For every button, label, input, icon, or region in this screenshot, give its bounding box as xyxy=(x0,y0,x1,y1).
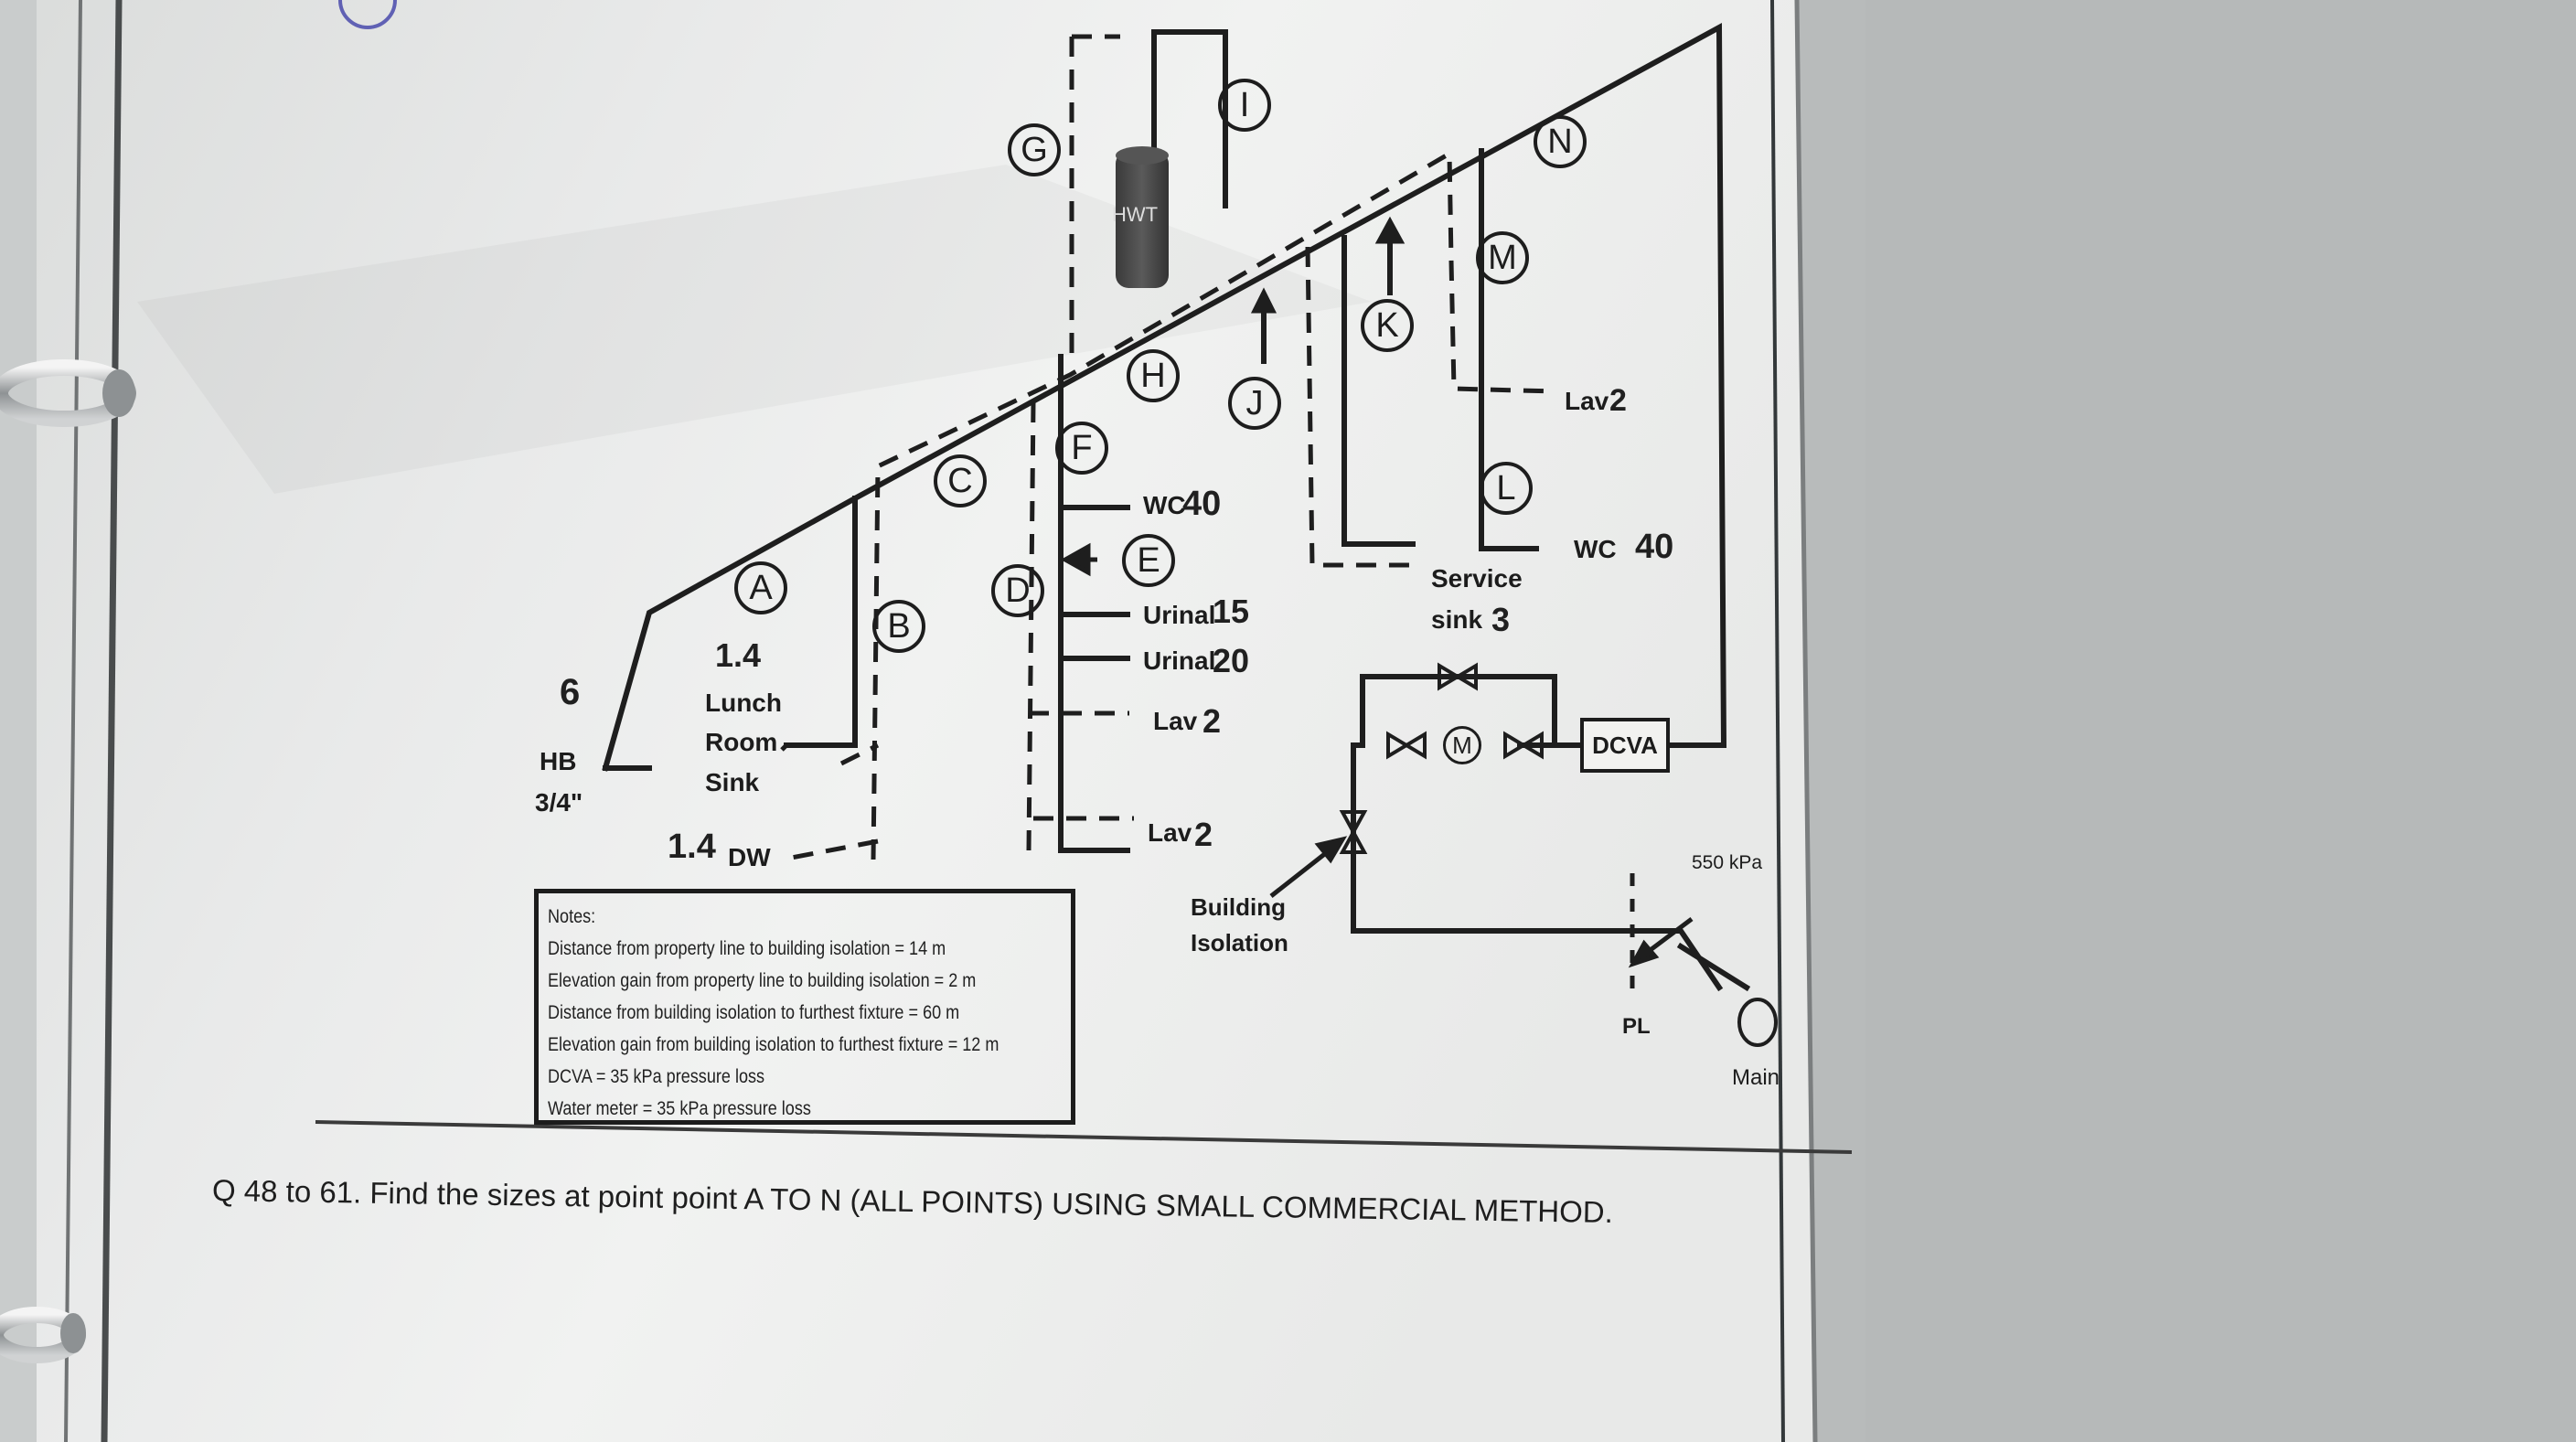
lunch-length: 1.4 xyxy=(715,636,762,674)
point-g: G xyxy=(1008,123,1061,176)
point-f: F xyxy=(1055,422,1108,475)
point-b: B xyxy=(872,600,925,653)
dcva-box: DCVA xyxy=(1580,718,1670,773)
pressure-label: 550 kPa xyxy=(1692,852,1763,873)
point-i: I xyxy=(1218,79,1271,132)
point-c: C xyxy=(934,454,987,507)
point-d: D xyxy=(991,564,1044,617)
wc-label: WC xyxy=(1143,491,1186,519)
urinal-1-label: Urinal xyxy=(1143,601,1216,629)
note-line: Distance from building isolation to furt… xyxy=(548,1002,960,1023)
point-m: M xyxy=(1476,231,1529,284)
dw-length: 1.4 xyxy=(668,828,716,866)
note-line: Elevation gain from property line to bui… xyxy=(548,970,977,991)
point-j: J xyxy=(1228,377,1281,430)
lunch-label: Lunch xyxy=(705,689,782,717)
point-a: A xyxy=(734,561,787,614)
point-k: K xyxy=(1361,299,1414,352)
service-value: 3 xyxy=(1491,601,1511,638)
building-isolation-label-1: Building xyxy=(1191,893,1286,921)
urinal-2-label: Urinal xyxy=(1143,646,1216,675)
service-label: Service xyxy=(1431,564,1523,593)
lav-2-label: Lav xyxy=(1148,818,1192,847)
hb-length: 6 xyxy=(560,672,581,712)
lav-1-label: Lav xyxy=(1153,707,1198,735)
urinal-2-value: 20 xyxy=(1213,642,1250,679)
note-line: DCVA = 35 kPa pressure loss xyxy=(548,1066,765,1087)
pl-label: PL xyxy=(1622,1014,1651,1039)
lav-2-value: 2 xyxy=(1194,816,1213,853)
note-line: Water meter = 35 kPa pressure loss xyxy=(548,1098,811,1119)
sink-label: Sink xyxy=(705,768,760,796)
lav-1-value: 2 xyxy=(1202,702,1222,740)
service-sink-label: sink xyxy=(1431,605,1483,634)
building-isolation-label-2: Isolation xyxy=(1191,929,1288,956)
point-l: L xyxy=(1480,462,1533,515)
point-n: N xyxy=(1534,115,1587,168)
binder-ring-bottom xyxy=(0,1307,86,1363)
notes-heading: Notes: xyxy=(548,906,596,927)
lav-top-value: 2 xyxy=(1609,383,1627,418)
note-line: Distance from property line to building … xyxy=(548,938,946,959)
binder-ring-top xyxy=(0,359,136,427)
hot-water-tank-label: HWT xyxy=(1112,203,1159,226)
note-line: Elevation gain from building isolation t… xyxy=(548,1034,999,1055)
water-meter-symbol: M xyxy=(1443,726,1481,764)
urinal-1-value: 15 xyxy=(1213,593,1250,630)
room-label: Room xyxy=(705,728,778,756)
point-e: E xyxy=(1122,534,1175,587)
hb-label: HB xyxy=(540,747,577,775)
main-label: Main xyxy=(1732,1065,1780,1090)
notes-box: Notes: Distance from property line to bu… xyxy=(534,889,1075,1125)
wc-right-value: 40 xyxy=(1635,528,1674,566)
point-h: H xyxy=(1127,349,1180,402)
dw-label: DW xyxy=(728,843,771,871)
lav-top-label: Lav xyxy=(1565,387,1609,415)
wc-value: 40 xyxy=(1182,485,1222,523)
wc-right-label: WC xyxy=(1574,535,1617,563)
hb-size: 3/4" xyxy=(535,788,583,817)
